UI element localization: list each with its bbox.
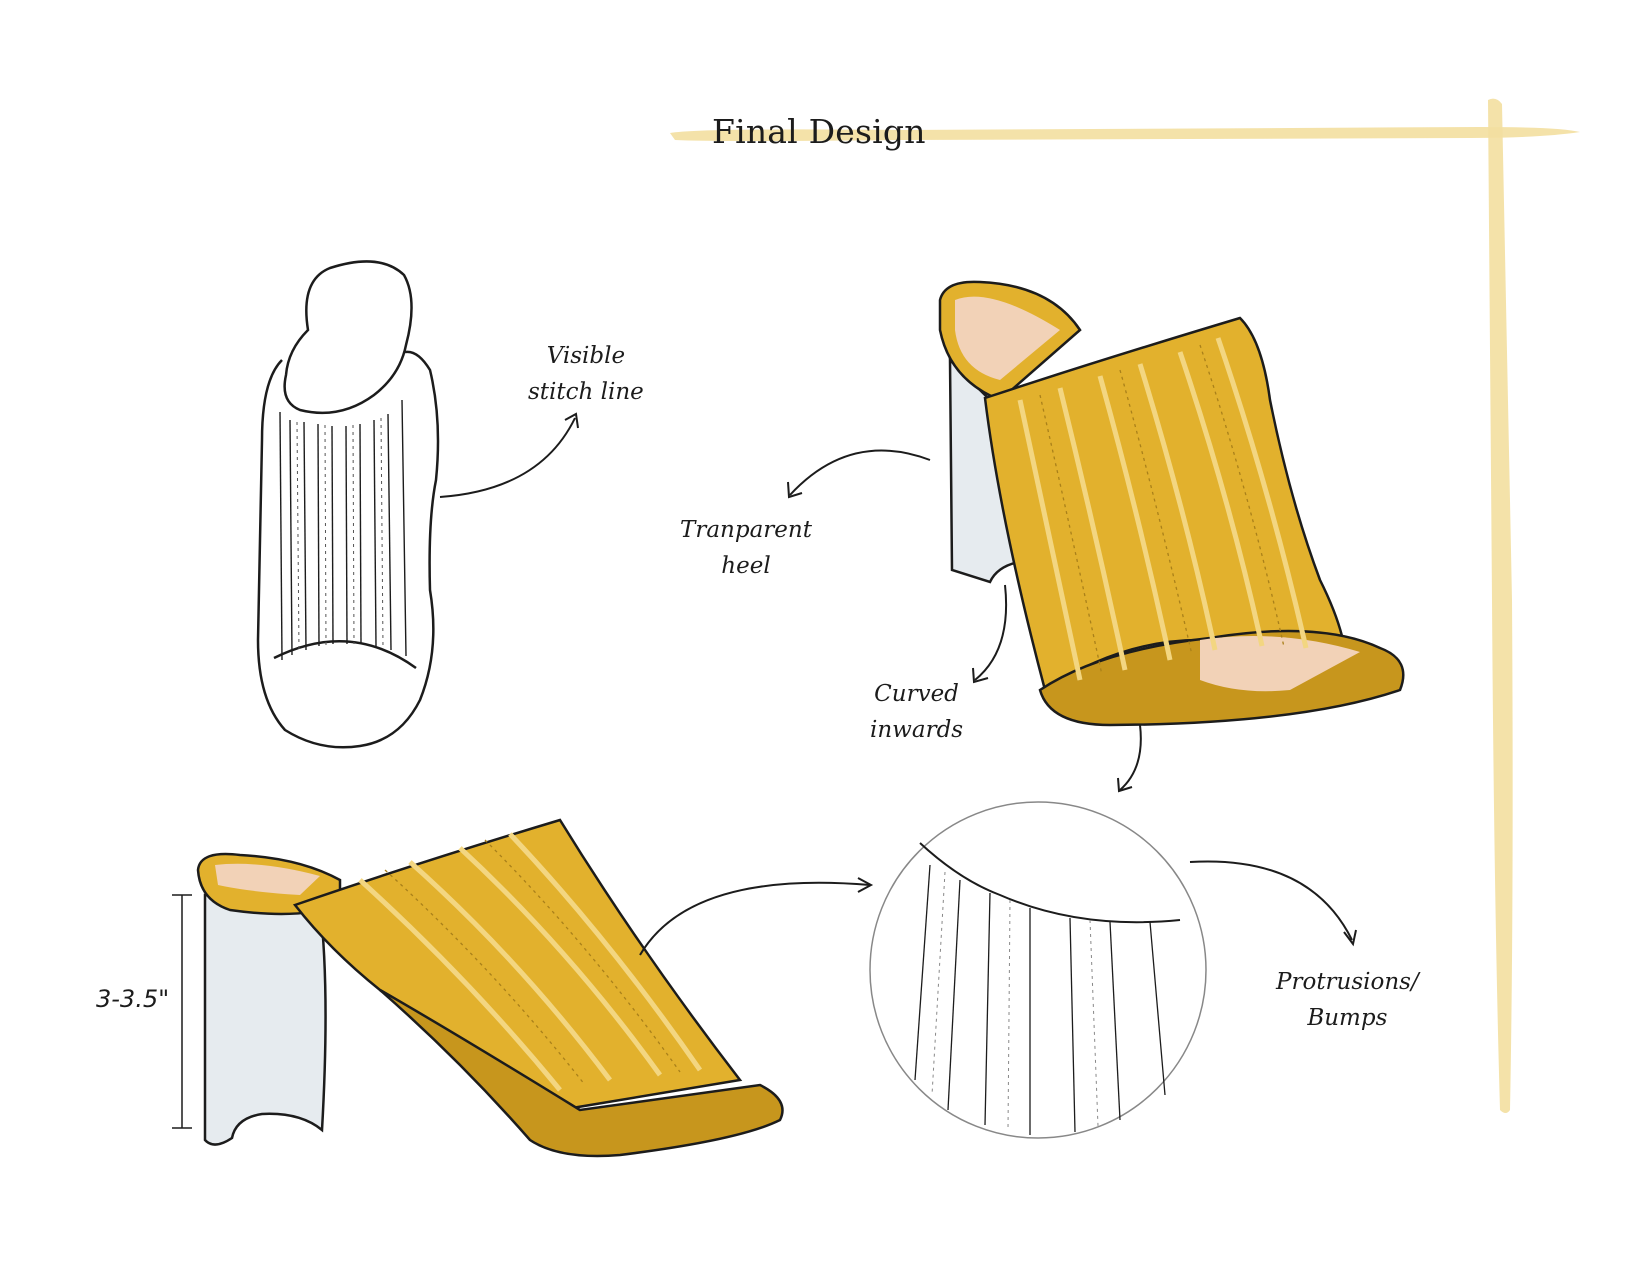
frame-brush-strokes [670,98,1580,1113]
page-title: Final Design [712,112,926,151]
detail-magnifier [869,801,1207,1139]
annotation-arrows [439,412,1357,956]
heel-height-label: 3-3.5" [96,985,170,1013]
annotation-curved-inwards: Curved inwards [870,681,964,743]
top-view-shoe [256,260,440,749]
annotation-protrusions: Protrusions/ Bumps [1276,969,1419,1031]
annotation-transparent-heel: Tranparent heel [680,517,812,579]
annotation-visible-stitch: Visible stitch line [528,343,644,405]
height-dimension-line [172,894,192,1129]
side-view-shoe [196,818,784,1158]
three-quarter-view-shoe [938,280,1405,727]
